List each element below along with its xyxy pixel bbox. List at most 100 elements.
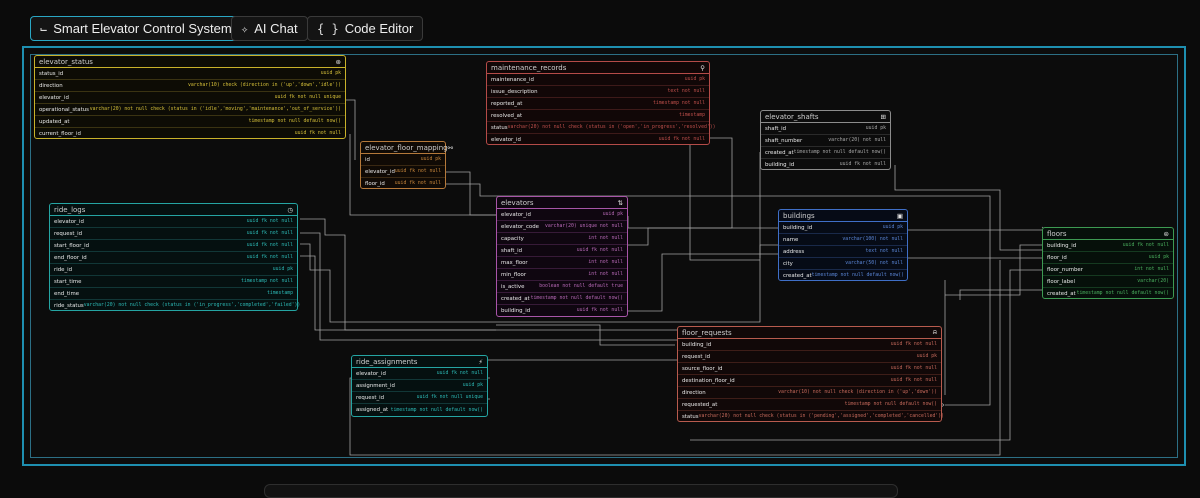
- table-row: shaft_id uuid pk: [761, 123, 890, 135]
- column-name: is_active: [501, 283, 525, 290]
- diagram-icon: ⌙: [40, 21, 48, 36]
- column-type: uuid fk not null: [436, 371, 483, 376]
- column-type: uuid pk: [684, 77, 705, 82]
- tab-label: Code Editor: [344, 21, 414, 36]
- column-name: city: [783, 260, 793, 267]
- tab-ai-chat[interactable]: ✧ AI Chat: [231, 16, 308, 41]
- column-type: varchar(20) not null check (status in ('…: [507, 125, 716, 130]
- column-type: uuid pk: [462, 383, 483, 388]
- table-title: ride_assignments: [356, 357, 418, 366]
- column-type: varchar(20) not null check (status in ('…: [89, 107, 341, 112]
- table-header: buildings ▣: [779, 210, 907, 222]
- table-header: ride_logs ◷: [50, 204, 297, 216]
- column-name: start_time: [54, 278, 82, 285]
- column-name: elevator_id: [365, 168, 395, 175]
- column-name: building_id: [783, 224, 813, 231]
- column-type: uuid fk not null: [839, 162, 886, 167]
- column-name: created_at: [1047, 290, 1076, 297]
- column-name: start_floor_id: [54, 242, 90, 249]
- up-down-arrows-icon: ⇅: [617, 198, 623, 207]
- column-name: operational_status: [39, 106, 89, 113]
- column-name: direction: [682, 389, 706, 396]
- column-name: building_id: [501, 307, 531, 314]
- column-type: timestamp not null default now(): [844, 402, 937, 407]
- bottom-input-bar[interactable]: [264, 484, 898, 498]
- column-type: uuid fk not null: [394, 169, 442, 174]
- column-name: request_id: [682, 353, 711, 360]
- column-name: reported_at: [491, 100, 523, 107]
- column-name: building_id: [682, 341, 712, 348]
- column-name: current_floor_id: [39, 130, 81, 137]
- column-name: status_id: [39, 70, 64, 77]
- column-name: building_id: [765, 161, 795, 168]
- activity-icon: ⚡: [478, 357, 483, 366]
- column-type: uuid fk not null: [576, 248, 623, 253]
- column-name: shaft_id: [501, 247, 523, 254]
- table-title: buildings: [783, 211, 815, 220]
- column-type: uuid pk: [865, 126, 886, 131]
- column-name: resolved_at: [491, 112, 523, 119]
- column-type: uuid fk not null unique: [416, 395, 483, 400]
- column-type: timestamp: [679, 113, 705, 118]
- table-title: floors: [1047, 229, 1067, 238]
- column-type: varchar(10) check (direction in ('up','d…: [187, 83, 341, 88]
- link-icon: ⚯: [447, 143, 454, 152]
- column-type: uuid fk not null: [890, 366, 937, 371]
- column-type: timestamp not null default now(): [1076, 291, 1169, 296]
- column-name: updated_at: [39, 118, 70, 125]
- column-name: request_id: [356, 394, 385, 401]
- column-type: uuid fk not null: [890, 378, 937, 383]
- column-name: shaft_id: [765, 125, 787, 132]
- column-name: max_floor: [501, 259, 528, 266]
- column-type: uuid fk not null: [1122, 243, 1169, 248]
- column-type: uuid fk not null: [246, 231, 293, 236]
- table-title: maintenance_records: [491, 63, 567, 72]
- column-name: end_time: [54, 290, 80, 297]
- column-type: varchar(20): [1137, 279, 1169, 284]
- column-name: status: [491, 124, 508, 131]
- column-name: elevator_id: [491, 136, 521, 143]
- column-type: timestamp not null default now(): [811, 273, 905, 278]
- column-name: capacity: [501, 235, 524, 242]
- column-type: timestamp: [267, 291, 293, 296]
- tab-label: Smart Elevator Control System: [53, 21, 232, 36]
- column-name: request_id: [54, 230, 83, 237]
- column-name: elevator_code: [501, 223, 539, 230]
- wrench-icon: ⚲: [700, 63, 705, 72]
- column-type: uuid fk not null: [394, 181, 441, 186]
- column-type: timestamp not null default now(): [793, 150, 887, 155]
- sparkle-icon: ✧: [241, 21, 249, 36]
- table-row: resolved_at timestamp: [487, 110, 709, 122]
- tab-smart-elevator[interactable]: ⌙ Smart Elevator Control System: [30, 16, 242, 41]
- tab-code-editor[interactable]: { } Code Editor: [307, 16, 424, 41]
- column-type: uuid pk: [272, 267, 293, 272]
- table-header: floors ⊜: [1043, 228, 1173, 240]
